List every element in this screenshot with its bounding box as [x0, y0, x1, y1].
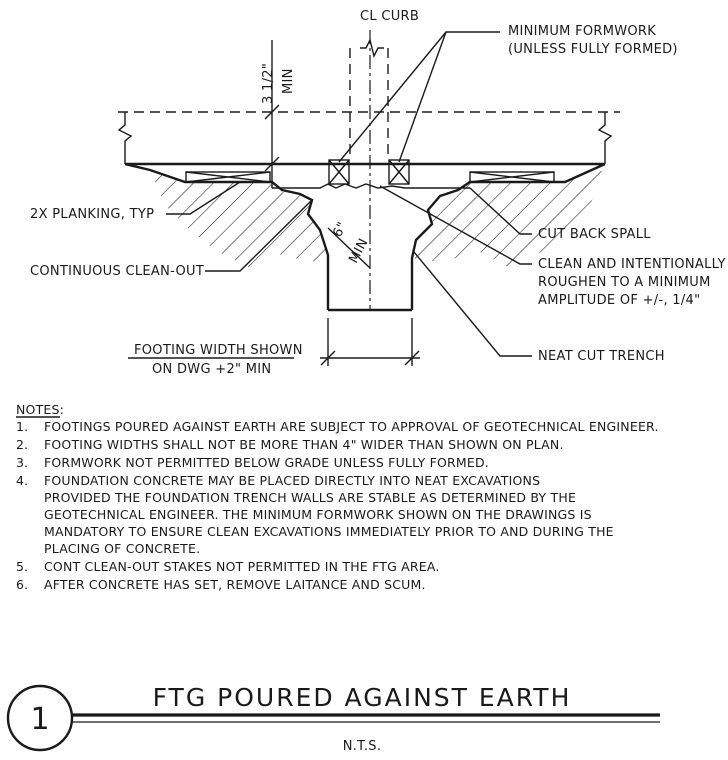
- footing-width-label-2: ON DWG +2" MIN: [152, 362, 271, 377]
- note-1-number: 1.: [16, 419, 28, 434]
- dim-tick-bottom: [264, 156, 280, 172]
- cleanout-leader: [205, 199, 313, 272]
- roughen-label-3: AMPLITUDE OF +/-, 1/4": [538, 293, 700, 308]
- min-formwork-leader-right: [398, 31, 447, 163]
- notes-heading: NOTES:: [16, 402, 64, 417]
- cleanout-label: CONTINUOUS CLEAN-OUT: [30, 264, 204, 279]
- note-3-line-1: FORMWORK NOT PERMITTED BELOW GRADE UNLES…: [44, 455, 489, 470]
- roughen-leader: [379, 185, 532, 265]
- note-4-number: 4.: [16, 473, 28, 488]
- note-3-number: 3.: [16, 455, 28, 470]
- footing-width-label-1: FOOTING WIDTH SHOWN: [134, 343, 303, 358]
- planking-label: 2X PLANKING, TYP: [30, 207, 154, 222]
- cl-curb-label: CL CURB: [360, 9, 419, 24]
- note-1-line-1: FOOTINGS POURED AGAINST EARTH ARE SUBJEC…: [44, 419, 659, 434]
- note-5-number: 5.: [16, 559, 28, 574]
- detail-number-circle: [6, 684, 74, 752]
- detail-title: FTG POURED AGAINST EARTH: [153, 683, 572, 712]
- dim-3half-min: MIN: [281, 68, 296, 94]
- break-line-left: [117, 112, 133, 164]
- note-2-line-1: FOOTING WIDTHS SHALL NOT BE MORE THAN 4"…: [44, 437, 564, 452]
- dim-6-line: [327, 227, 371, 269]
- dim-fw-tick-left: [320, 350, 336, 366]
- planking-leader: [166, 181, 241, 215]
- note-4-line-2: PROVIDED THE FOUNDATION TRENCH WALLS ARE…: [44, 490, 576, 505]
- scale-label: N.T.S.: [343, 739, 382, 754]
- ground-line-left: [124, 162, 330, 310]
- dim-6-min: MIN: [346, 236, 371, 266]
- earth-hatch-right: [410, 170, 605, 268]
- min-formwork-label-1: MINIMUM FORMWORK: [508, 24, 656, 39]
- break-line-right: [597, 112, 613, 164]
- neat-cut-label: NEAT CUT TRENCH: [538, 349, 665, 364]
- min-formwork-label-2: (UNLESS FULLY FORMED): [508, 42, 678, 57]
- curb-break-mark: [360, 37, 384, 59]
- note-4-line-4: MANDATORY TO ENSURE CLEAN EXCAVATIONS IM…: [44, 524, 614, 539]
- roughened-joint: [272, 183, 470, 189]
- dim-fw-tick-right: [404, 350, 420, 366]
- notes-block: NOTES: 1. FOOTINGS POURED AGAINST EARTH …: [16, 402, 659, 592]
- dim-6-text: 6": [330, 220, 350, 240]
- note-4-line-3: GEOTECHNICAL ENGINEER. THE MINIMUM FORMW…: [44, 507, 592, 522]
- title-block: 1 FTG POURED AGAINST EARTH N.T.S.: [6, 683, 660, 754]
- note-6-number: 6.: [16, 577, 28, 592]
- note-5-line-1: CONT CLEAN-OUT STAKES NOT PERMITTED IN T…: [44, 559, 440, 574]
- cut-back-spall-label: CUT BACK SPALL: [538, 227, 651, 242]
- earth-hatch-left: [150, 170, 330, 268]
- cut-back-spall-leader: [469, 187, 532, 235]
- detail-number: 1: [30, 702, 49, 737]
- dim-tick-top: [264, 104, 280, 120]
- note-4-line-1: FOUNDATION CONCRETE MAY BE PLACED DIRECT…: [44, 473, 540, 488]
- note-2-number: 2.: [16, 437, 28, 452]
- planking-left: [185, 171, 271, 183]
- roughen-label-1: CLEAN AND INTENTIONALLY: [538, 257, 726, 272]
- planking-right: [469, 171, 555, 183]
- formwork-left: [328, 159, 350, 185]
- dim-3half-text: 3 1/2": [261, 63, 276, 104]
- note-6-line-1: AFTER CONCRETE HAS SET, REMOVE LAITANCE …: [44, 577, 426, 592]
- neat-cut-leader: [413, 251, 532, 357]
- note-4-line-5: PLACING OF CONCRETE.: [44, 541, 200, 556]
- min-formwork-leader-left: [338, 31, 500, 163]
- roughen-label-2: ROUGHEN TO A MINIMUM: [538, 275, 711, 290]
